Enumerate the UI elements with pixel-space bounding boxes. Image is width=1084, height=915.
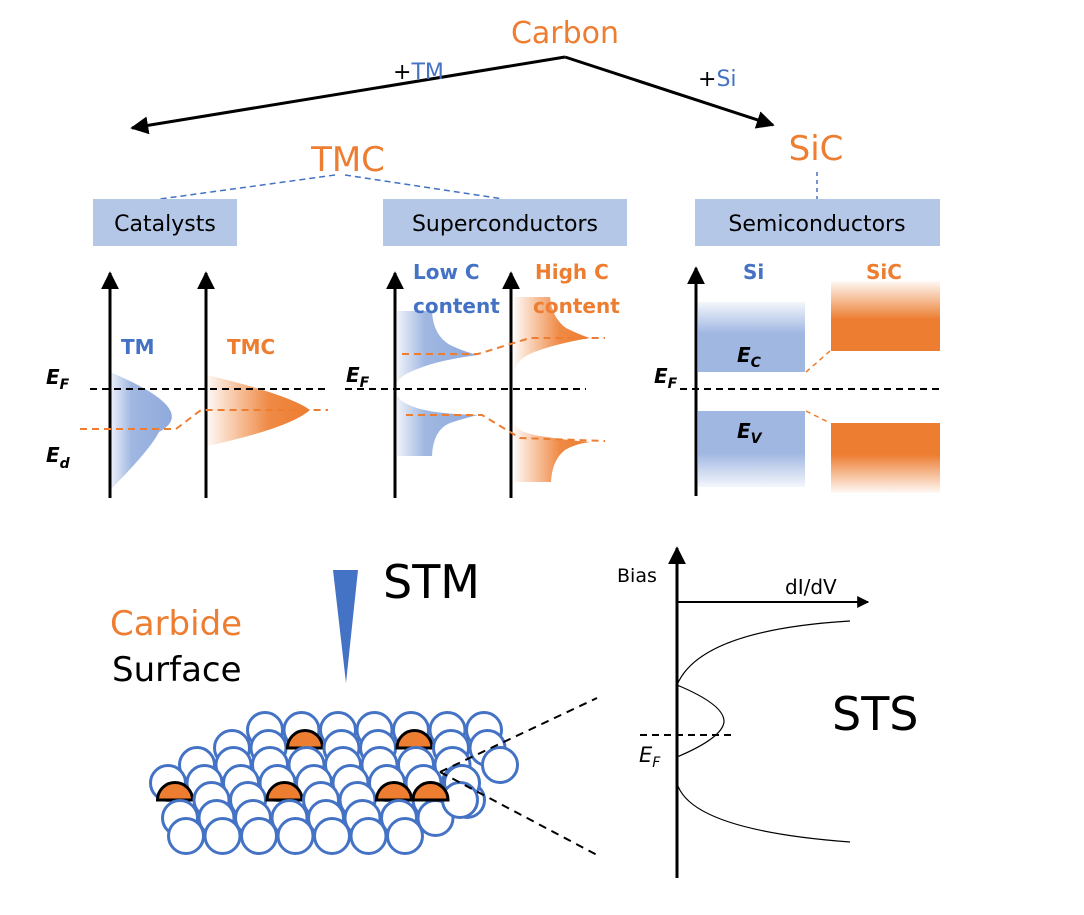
stm-title: STM [383, 555, 480, 609]
zoom-line-upper [439, 697, 598, 773]
catalysts-dos-panel: TM TMC EF Ed [46, 271, 330, 498]
carbon-atom-highlight [374, 781, 414, 802]
sts-gap-peak [676, 684, 725, 758]
valence-band-shift [805, 410, 831, 424]
label-sic: SiC [866, 260, 902, 284]
category-catalysts: Catalysts [93, 199, 237, 246]
low-c-upper-peak [397, 311, 478, 383]
carbon-atom-highlight [411, 781, 450, 802]
connector-tmc-catalysts [159, 174, 336, 200]
high-c-upper-peak [514, 297, 590, 375]
surface-atom [240, 817, 278, 855]
carbon-atom-highlight [395, 729, 434, 750]
carbide-surface-lattice [149, 711, 519, 855]
sts-fermi-label: EF [639, 743, 661, 771]
catalysts-fermi-label: EF [46, 365, 70, 393]
upper-gap-edge-shift [402, 337, 605, 355]
category-superconductors: Superconductors [383, 199, 627, 246]
carbon-atom-highlight [265, 781, 304, 802]
superconductors-fermi-label: EF [346, 363, 370, 391]
surface-atom [386, 817, 424, 855]
si-valence-band [698, 411, 805, 487]
carbon-atom-highlight [155, 781, 195, 802]
si-conduction-band [698, 302, 805, 372]
child-label-sic: SiC [789, 129, 844, 169]
connector-tmc-superconductors [344, 174, 504, 200]
superconductors-dos-panel: Low C content High C content EF [345, 260, 620, 498]
label-si: Si [743, 260, 764, 284]
low-c-label-line1: Low C [413, 260, 480, 284]
sts-upper-branch [676, 620, 851, 686]
sic-valence-band [831, 423, 940, 493]
high-c-label-line1: High C [535, 260, 609, 284]
bias-axis-label: Bias [617, 565, 657, 587]
edge-label-si: +Si [698, 67, 737, 92]
zoom-line-lower [439, 771, 598, 856]
sts-spectrum-plot: Bias dI/dV EF STS [617, 546, 919, 878]
low-c-label-line2: content [413, 294, 500, 318]
conduction-band-shift [805, 350, 831, 373]
lower-gap-edge-shift [406, 414, 606, 442]
root-label-carbon: Carbon [511, 16, 619, 51]
semiconductors-band-panel: Si SiC EC EV EF [654, 260, 944, 496]
surface-atom [349, 817, 388, 855]
child-label-tmc: TMC [310, 140, 385, 180]
didv-axis-label: dI/dV [785, 575, 837, 599]
surface-atom [313, 817, 351, 855]
carbon-atom-highlight [285, 729, 325, 750]
category-catalysts-label: Catalysts [114, 212, 216, 237]
surface-atom [481, 746, 519, 784]
label-tmc: TMC [227, 335, 275, 359]
ec-label: EC [737, 343, 762, 371]
surface-label-line2: Surface [112, 650, 242, 690]
ev-label: EV [737, 419, 763, 447]
d-band-center-shift [80, 409, 328, 430]
high-c-label-line2: content [533, 294, 620, 318]
sic-conduction-band [831, 281, 940, 351]
tm-d-band [110, 372, 172, 490]
category-semiconductors: Semiconductors [695, 199, 940, 246]
tree-arrow-left [130, 55, 566, 135]
stm-tip-icon [333, 570, 358, 683]
surface-label-line1: Carbide [110, 604, 242, 644]
surface-atom [203, 817, 242, 855]
high-c-lower-peak [514, 423, 590, 482]
low-c-lower-peak [397, 395, 478, 456]
d-band-center-label: Ed [46, 443, 71, 472]
sts-title: STS [832, 687, 919, 741]
label-tm: TM [121, 335, 155, 359]
category-semiconductors-label: Semiconductors [728, 212, 905, 237]
semiconductors-fermi-label: EF [654, 364, 678, 392]
surface-atom [276, 817, 315, 855]
sts-lower-branch [676, 782, 851, 843]
edge-label-tm: +TM [393, 60, 444, 85]
surface-atom [167, 817, 205, 855]
tree-arrow-right [564, 55, 775, 129]
category-superconductors-label: Superconductors [412, 212, 598, 237]
